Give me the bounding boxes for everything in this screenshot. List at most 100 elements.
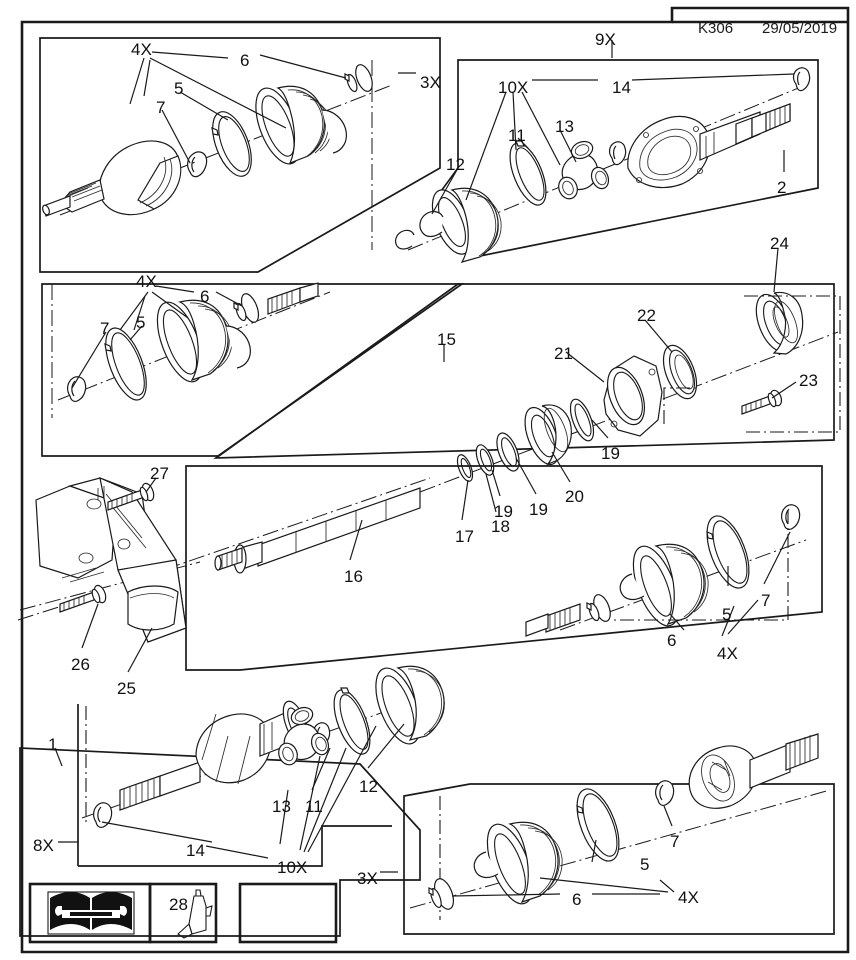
callout-6-2-leader: [215, 291, 243, 307]
assembly-9x: [395, 67, 811, 263]
callout-26-leader: [81, 603, 99, 649]
part-callout-10x: 10X: [277, 858, 308, 877]
part-callout-12: 12: [359, 777, 378, 796]
part-callout-21: 21: [554, 344, 573, 363]
tripod-joint-2: [278, 706, 330, 766]
assembly-3x-top: [42, 51, 393, 217]
part-callout-5: 5: [722, 605, 732, 624]
part-callout-6: 6: [667, 631, 677, 650]
callout-11-leader: [517, 137, 529, 149]
callout-24-leader: [773, 247, 779, 293]
callout-10x-leader-a: [465, 91, 507, 201]
part-callout-11: 11: [305, 797, 323, 816]
callout-4x-3-leader-a: [721, 605, 735, 637]
bolt-23: [741, 389, 783, 415]
assembly-3x-bottom: [409, 733, 831, 910]
callout-21-leader: [565, 351, 605, 383]
callout-4x-3-leader-b: [727, 599, 759, 635]
callout-14-2-leader-b: [205, 845, 269, 859]
panel-4x-lr-dashed: [614, 510, 789, 621]
callout-14-2-leader-a: [101, 821, 213, 843]
callout-20-leader: [551, 451, 571, 483]
part-callout-4x: 4X: [131, 40, 152, 59]
panel-8x-bottom-edge: [78, 825, 392, 867]
callout-10x-2-leader-c: [307, 725, 377, 853]
callout-13-leader: [559, 129, 577, 163]
callout-5-2-leader: [129, 325, 143, 341]
grease-bottle-icon: [177, 889, 213, 939]
part-callout-14: 14: [186, 841, 205, 860]
callout-6-1-leader: [259, 54, 347, 79]
callout-13-2-leader: [279, 789, 289, 845]
callout-22-leader: [644, 319, 673, 353]
part-callout-28: 28: [169, 895, 188, 914]
callout-10x-leader-b: [512, 91, 517, 151]
axis-15-left: [57, 291, 331, 401]
legend-lubricant-box: [148, 882, 218, 944]
assembly-bearing-stack: [419, 247, 841, 521]
callout-4x-4-leader-b: [659, 879, 675, 893]
ball-bearing-20: [524, 404, 572, 466]
callout-5-4-leader: [591, 839, 597, 863]
cv-joint-outer-2: [688, 733, 819, 809]
panel-3x-top: [39, 37, 441, 273]
part-callout-4x: 4X: [136, 272, 157, 291]
callout-23-leader: [771, 381, 797, 399]
callout-4x-2-leader-a: [155, 285, 195, 293]
callout-19-3-leader: [591, 419, 609, 439]
callout-25-leader: [127, 627, 153, 673]
assembly-bracket: [17, 476, 201, 673]
callout-10x-2-leader-a: [299, 755, 321, 851]
boot-bellows-1: [255, 85, 347, 165]
part-callout-20: 20: [565, 487, 584, 506]
cv-joint-housing-1: [627, 103, 791, 189]
part-callout-11: 11: [508, 126, 526, 145]
boot-bellows-5: [375, 665, 445, 745]
part-callout-16: 16: [344, 567, 363, 586]
callout-10x-2-leader-b: [303, 747, 347, 853]
part-callout-19: 19: [529, 500, 548, 519]
boot-bellows-2: [395, 187, 502, 263]
part-callout-19: 19: [601, 444, 620, 463]
retainer-cap-1: [344, 64, 373, 93]
callout-7-4-leader: [663, 805, 673, 827]
part-callout-1: 1: [48, 735, 58, 754]
callout-19-1-leader: [491, 469, 501, 497]
part-callout-15: 15: [437, 330, 456, 349]
boot-bellows-4: [619, 543, 709, 627]
panel-15-body: [213, 283, 835, 459]
part-callout-5: 5: [640, 855, 650, 874]
callout-6-3-leader: [669, 613, 685, 631]
part-callout-10x: 10X: [498, 78, 529, 97]
part-callout-6: 6: [240, 51, 250, 70]
callout-14-leader: [631, 73, 795, 81]
callout-12-leader: [431, 167, 459, 215]
assembly-15-left: [57, 282, 331, 402]
callout-7-1-leader: [161, 109, 191, 164]
part-callout-24: 24: [770, 234, 789, 253]
callout-1-leader: [54, 747, 63, 767]
axis-bracket: [19, 561, 201, 611]
part-callout-17: 17: [455, 527, 474, 546]
callout-4x-1-leader-d: [143, 59, 151, 97]
assembly-shaft-16: [139, 477, 431, 579]
part-callout-4x: 4X: [717, 644, 738, 663]
assembly-boot-lower-right: [525, 504, 807, 637]
part-callout-12: 12: [446, 155, 465, 174]
part-callout-5: 5: [174, 79, 184, 98]
part-callout-18: 18: [491, 517, 510, 536]
part-callout-4x: 4X: [678, 888, 699, 907]
tripod-joint-1: [558, 140, 610, 200]
drawing-number: K306: [698, 20, 734, 37]
callout-4x-2-leader-c: [119, 291, 149, 331]
part-callout-8x: 8X: [33, 836, 54, 855]
part-callout-3x: 3X: [420, 73, 441, 92]
axis-shaft-16: [139, 477, 431, 579]
callout-10x-leader-c: [521, 91, 561, 166]
panel-16: [185, 465, 823, 671]
part-callout-13: 13: [272, 797, 291, 816]
part-callout-2: 2: [777, 178, 787, 197]
panel-21-dashed: [663, 387, 700, 424]
